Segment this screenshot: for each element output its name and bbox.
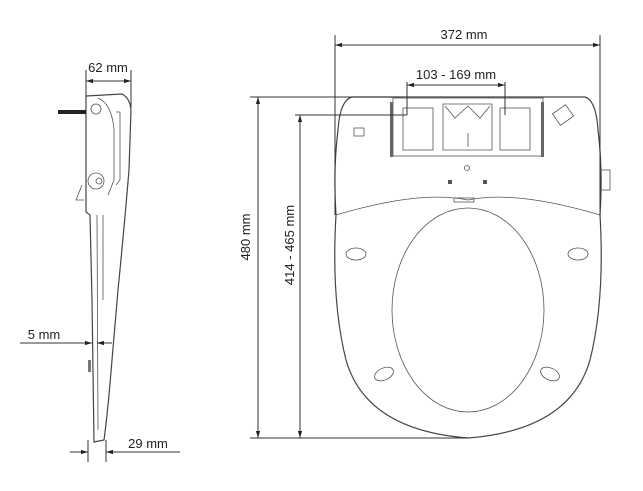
dim-side-depth: 62 mm <box>88 60 128 75</box>
top-view <box>250 35 611 439</box>
dim-seat-thickness: 29 mm <box>128 436 168 451</box>
side-view <box>20 70 180 462</box>
dim-length: 480 mm <box>238 214 253 261</box>
dim-fixing-to-front: 414 - 465 mm <box>282 205 297 285</box>
fixing-bolt <box>58 110 86 114</box>
dim-gap: 5 mm <box>28 327 61 342</box>
dim-width: 372 mm <box>441 27 488 42</box>
side-clip <box>88 360 91 372</box>
seat-opening <box>391 207 545 413</box>
dim-hinge-spacing: 103 - 169 mm <box>416 67 496 82</box>
